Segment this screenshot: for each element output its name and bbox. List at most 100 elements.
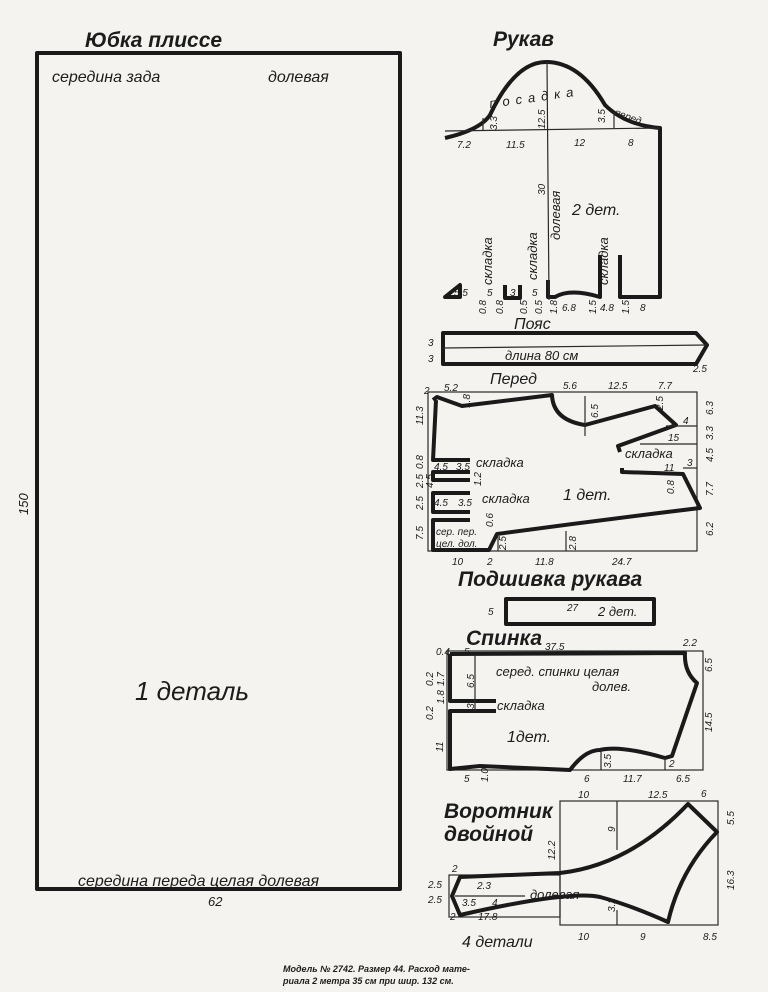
skirt-grain-label: долевая: [268, 69, 329, 86]
dim-label: 3: [466, 703, 477, 709]
pleat-label: складка: [596, 237, 611, 285]
dim-label: 0.8: [415, 455, 426, 469]
dim-label: 0.8: [666, 480, 677, 494]
dim-label: 12.5: [648, 790, 668, 801]
collar-count: 4 детали: [462, 934, 533, 951]
dim-label: 11.8: [535, 557, 554, 568]
sleeve-piece: Рукав посадка перед 7.2 11.5 12 8 3.3 12…: [443, 28, 662, 314]
dim-label: 6.2: [705, 522, 716, 536]
dim-label: 12.5: [608, 381, 628, 392]
dim-label: 16.3: [726, 870, 737, 890]
dim-label: 4: [492, 898, 498, 909]
dim-label: 6: [584, 774, 590, 785]
dim-label: 2: [423, 386, 430, 397]
caption-line-2: риала 2 метра 35 см при шир. 132 см.: [282, 976, 454, 986]
dim-label: 6.3: [705, 401, 716, 415]
sleeve-hem-piece: Подшивка рукава 5 27 2 дет.: [458, 568, 656, 626]
dim-label: 10: [452, 557, 464, 568]
dim-label: 7.5: [415, 526, 426, 540]
dim-label: 3.5: [597, 109, 608, 123]
dim-label: 6.5: [590, 404, 601, 418]
dim-label: 0.8: [495, 300, 506, 314]
dim-label: 1.2: [473, 472, 484, 486]
sleeve-title: Рукав: [493, 28, 554, 51]
dim-label: 27: [566, 603, 579, 614]
dim-label: 4.5: [434, 462, 448, 473]
sleeve-count: 2 дет.: [571, 202, 621, 219]
dim-label: 11.7: [623, 774, 642, 785]
back-center-label: серед. спинки целая: [496, 664, 619, 679]
dim-label: 8.5: [703, 932, 717, 943]
dim-label: 4.8: [600, 303, 614, 314]
skirt-count: 1 деталь: [135, 676, 249, 706]
dim-label: 8: [640, 303, 646, 314]
dim-label: 5: [464, 647, 470, 658]
front-center-label-2: цел. дол.: [436, 539, 477, 550]
dim-label: 2.5: [427, 880, 442, 891]
dim-label: 5: [488, 607, 494, 618]
collar-piece: Воротник двойной 10 12.5 6 5.5 16.3 12.2…: [427, 789, 737, 951]
dim-label: 2: [449, 912, 456, 923]
belt-length-label: длина 80 см: [505, 348, 578, 363]
dim-label: 12.2: [547, 840, 558, 860]
dim-label: 3.2: [607, 898, 618, 912]
dim-label: 0.2: [425, 706, 436, 720]
dim-label: 9: [607, 826, 618, 832]
dim-label: 11: [664, 463, 674, 474]
dim-label: 3.3: [489, 116, 500, 130]
dim-label: 9: [640, 932, 646, 943]
front-title: Перед: [490, 371, 537, 388]
dim-label: 24.7: [611, 557, 632, 568]
sleeve-grain-label: долевая: [548, 191, 563, 240]
dim-label: 3.5: [603, 754, 614, 768]
dim-label: 3: [428, 338, 434, 349]
caption-line-1: Модель № 2742. Размер 44. Расход мате-: [283, 964, 470, 974]
pleat-label: складка: [480, 237, 495, 285]
dim-label: 0.2: [425, 672, 436, 686]
pleat-label: складка: [497, 698, 545, 713]
dim-label: 3.3: [705, 426, 716, 440]
dim-label: 4.5: [425, 474, 436, 488]
front-count: 1 дет.: [563, 487, 612, 504]
dim-label: 1.8: [549, 300, 560, 314]
dim-label: 1.5: [588, 300, 599, 314]
dim-label: 11.3: [415, 406, 426, 425]
dim-label: 4: [683, 416, 689, 427]
skirt-title: Юбка плиссе: [85, 29, 222, 52]
dim-label: 2.5: [655, 396, 666, 411]
dim-label: 0.8: [478, 300, 489, 314]
pleat-label: складка: [482, 491, 530, 506]
dim-label: 3: [428, 354, 434, 365]
belt-piece: Пояс 3 3 длина 80 см 2.5: [428, 316, 709, 375]
back-title: Спинка: [466, 627, 542, 650]
dim-label: 0.5: [519, 300, 530, 314]
dim-label: 12: [574, 138, 586, 149]
dim-label: 5.6: [563, 381, 577, 392]
dim-label: 2: [486, 557, 493, 568]
dim-label: 2.8: [568, 536, 579, 551]
front-piece: Перед 2 5.2 1.8 5.6 12.5 7.7 6.3 3.3 4.5…: [415, 371, 716, 568]
dim-label: 2.5: [415, 496, 426, 511]
pleat-label: складка: [525, 232, 540, 280]
dim-label: 2.5: [692, 364, 707, 375]
dim-label: 0.5: [534, 300, 545, 314]
sleeve-cap-label: посадка: [488, 83, 580, 110]
hem-title: Подшивка рукава: [458, 568, 642, 591]
dim-label: 14.5: [704, 712, 715, 732]
pleat-label: складка: [625, 446, 673, 461]
dim-label: 0.4: [436, 647, 450, 658]
dim-label: 3.5: [458, 498, 472, 509]
hem-count: 2 дет.: [597, 604, 637, 619]
skirt-outline: [35, 51, 402, 891]
skirt-length: 150: [16, 493, 31, 515]
dim-label: 10: [578, 932, 590, 943]
dim-label: 30: [537, 183, 548, 195]
dim-label: 17.8: [478, 912, 498, 923]
skirt-width: 62: [208, 894, 223, 909]
skirt-piece: Юбка плиссе середина зада долевая 150 1 …: [16, 29, 402, 909]
pleat-label: складка: [476, 455, 524, 470]
skirt-front-center-label: середина переда целая долевая: [78, 873, 320, 890]
back-piece: Спинка 0.4 5 37.5 2.2 6.5 14.5 0.2 1.7 1…: [425, 627, 715, 785]
collar-title-2: двойной: [444, 823, 533, 846]
